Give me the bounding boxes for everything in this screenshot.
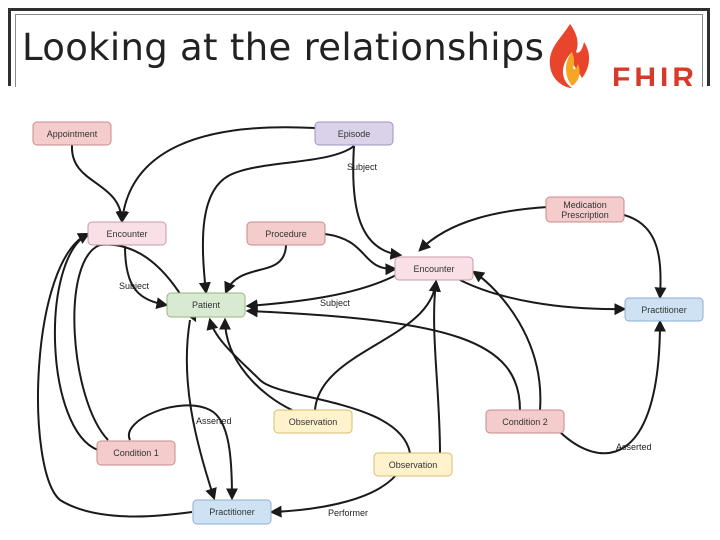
resource-relationship-diagram: Subject Subject Subject Asserted Asserte… — [32, 121, 704, 525]
edge-episode-to-encounter-left — [117, 126, 316, 224]
edge-label-subject-left: Subject — [119, 281, 150, 291]
node-encounter-center: Encounter — [394, 256, 474, 281]
node-appointment: Appointment — [32, 121, 112, 146]
edge-observation-low-to-encounter-center — [428, 279, 441, 454]
svg-text:Condition 2: Condition 2 — [502, 417, 548, 427]
edge-label-subject-mid: Subject — [320, 298, 351, 308]
edge-procedure-to-encounter-center — [324, 233, 398, 276]
edge-medication-to-practitioner-right — [623, 214, 667, 300]
node-episode: Episode — [314, 121, 394, 146]
edge-encounter-left-to-patient — [124, 245, 169, 310]
edge-encounter-left-left-loop — [37, 233, 193, 518]
edge-condition1-to-patient — [73, 243, 197, 441]
edge-appointment-to-encounter — [70, 144, 128, 224]
svg-text:Observation: Observation — [289, 417, 338, 427]
svg-text:Medication: Medication — [563, 200, 607, 210]
svg-text:Procedure: Procedure — [265, 229, 307, 239]
edge-condition2-to-practitioner-right — [559, 319, 666, 455]
edge-patient-to-practitioner-bottom — [185, 319, 217, 501]
svg-text:Prescription: Prescription — [561, 210, 609, 220]
edge-labels: Subject Subject Subject Asserted Asserte… — [119, 162, 652, 518]
svg-text:Practitioner: Practitioner — [641, 305, 687, 315]
svg-text:Patient: Patient — [192, 300, 221, 310]
svg-text:Condition 1: Condition 1 — [113, 448, 159, 458]
node-procedure: Procedure — [246, 221, 326, 246]
edge-episode-to-encounter-center — [352, 145, 403, 260]
svg-text:Appointment: Appointment — [47, 129, 98, 139]
node-encounter-left: Encounter — [87, 221, 167, 246]
node-patient: Patient — [166, 292, 246, 318]
edge-label-asserted-right: Asserted — [616, 442, 652, 452]
svg-text:Encounter: Encounter — [106, 229, 147, 239]
edge-observation-mid-to-patient — [219, 317, 293, 411]
node-observation-mid: Observation — [273, 409, 353, 434]
edge-procedure-to-patient — [224, 244, 287, 295]
node-medication-prescription: Medication Prescription — [545, 196, 625, 223]
edge-condition1-to-practitioner-bottom — [127, 404, 238, 501]
edge-observation-low-to-patient — [206, 317, 411, 454]
edge-condition2-to-encounter-center — [472, 270, 542, 411]
edge-observation-mid-to-encounter-center — [314, 279, 441, 411]
fhir-flame-icon — [549, 24, 590, 88]
edge-medication-to-encounter — [418, 206, 549, 252]
node-condition-1: Condition 1 — [96, 440, 176, 466]
node-practitioner-bottom: Practitioner — [192, 499, 272, 525]
fhir-logo-text: FHIR — [612, 62, 698, 86]
node-practitioner-right: Practitioner — [624, 297, 704, 322]
svg-text:Practitioner: Practitioner — [209, 507, 255, 517]
slide-title: Looking at the relationships — [22, 26, 545, 69]
slide-title-frame — [8, 8, 710, 87]
edge-label-asserted-left: Asserted — [196, 416, 232, 426]
edge-episode-to-patient — [198, 145, 355, 295]
edge-condition2-to-patient — [245, 305, 521, 411]
node-observation-low: Observation — [373, 452, 453, 477]
relationship-edges — [37, 126, 667, 518]
edge-label-performer: Performer — [328, 508, 368, 518]
svg-text:Encounter: Encounter — [413, 264, 454, 274]
edge-condition1-to-encounter-left — [53, 232, 99, 451]
edge-encounter-center-to-practitioner-right — [459, 279, 627, 316]
svg-text:Observation: Observation — [389, 460, 438, 470]
node-condition-2: Condition 2 — [485, 409, 565, 434]
edge-encounter-center-to-patient — [245, 272, 401, 312]
svg-text:Episode: Episode — [338, 129, 371, 139]
edge-label-subject-top: Subject — [347, 162, 378, 172]
edge-observation-low-to-practitioner-bottom — [269, 469, 401, 518]
